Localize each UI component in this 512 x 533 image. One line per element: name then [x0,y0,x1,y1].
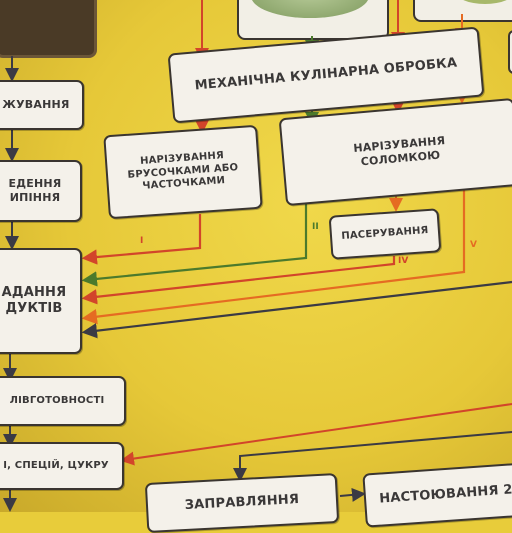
route-label-i: I [140,236,144,246]
vegetable-illustration [455,0,512,4]
dark-image-frame [0,0,97,58]
infusion-box: НАСТОЮВАННЯ 2 [362,462,512,528]
arrow [81,280,512,339]
small-image-frame [508,30,512,74]
left-step-5-box: І, СПЕЦІЙ, ЦУКРУ [0,442,124,490]
left-step-4-box: ЛІВГОТОВНОСТІ [0,376,126,426]
saute-label: ПАСЕРУВАННЯ [340,224,429,242]
left-step-4-label: ЛІВГОТОВНОСТІ [9,394,105,406]
route-label-ii: II [312,222,319,232]
arrow [81,198,308,287]
arrow [81,175,466,325]
cut-bars-box: НАРІЗУВАННЯ БРУСОЧКАМИ АБО ЧАСТОЧКАМИ [103,124,263,220]
mechanical-processing-label: МЕХАНІЧНА КУЛІНАРНА ОБРОБКА [194,55,458,94]
left-step-1-label: ЖУВАННЯ [2,98,70,112]
arrow [120,403,512,466]
route-label-iv: IV [398,256,409,266]
left-step-5-label: І, СПЕЦІЙ, ЦУКРУ [3,459,109,471]
left-step-3-label: АДАННЯ ДУКТІВ [1,284,67,316]
arrow [81,214,202,265]
arrow [339,487,366,502]
cut-bars-label: НАРІЗУВАННЯ БРУСОЧКАМИ АБО ЧАСТОЧКАМИ [127,150,239,193]
left-step-3-box: АДАННЯ ДУКТІВ [0,248,82,354]
saute-box: ПАСЕРУВАННЯ [328,208,442,260]
arrow [233,431,512,482]
route-label-v: V [470,240,477,250]
left-step-1-box: ЖУВАННЯ [0,80,84,130]
left-step-2-box: ЕДЕННЯ ИПІННЯ [0,160,82,222]
left-step-2-label: ЕДЕННЯ ИПІННЯ [8,177,62,204]
dressing-box: ЗАПРАВЛЯННЯ [144,473,340,533]
cut-straws-label: НАРІЗУВАННЯ СОЛОМКОЮ [352,134,446,169]
infusion-label: НАСТОЮВАННЯ 2 [378,482,512,507]
cabbage-illustration [251,0,369,18]
dressing-label: ЗАПРАВЛЯННЯ [184,491,300,513]
arrow [81,256,396,305]
